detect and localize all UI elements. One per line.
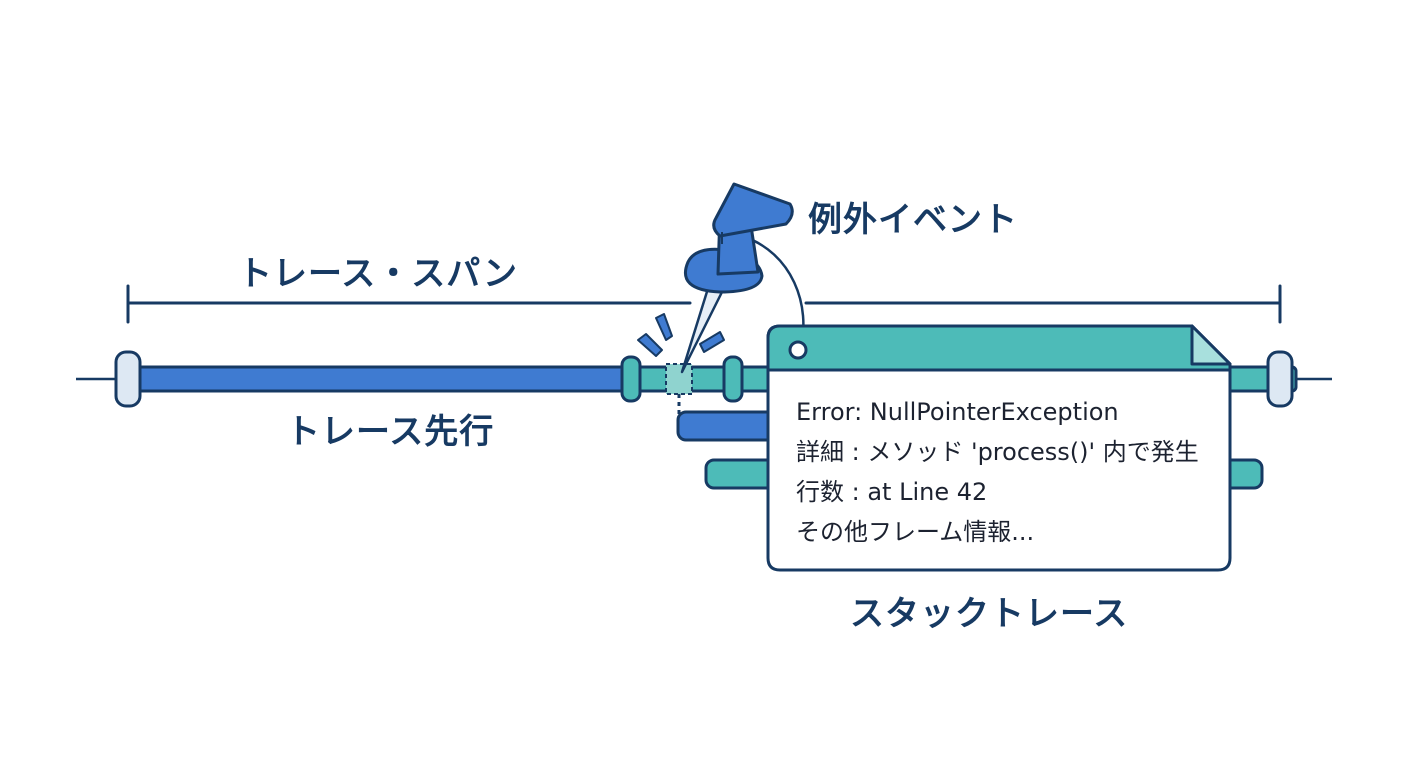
- trace-bar-blue: [134, 365, 634, 393]
- bar-joint-1: [620, 355, 642, 403]
- error-card-text: Error: NullPointerException 詳細 : メソッド 'p…: [796, 392, 1226, 552]
- exception-marker: [665, 363, 693, 395]
- error-line-type: Error: NullPointerException: [796, 398, 1119, 426]
- push-pin-icon: [680, 182, 794, 374]
- label-exception-event: 例外イベント: [808, 200, 1018, 240]
- bar-end-cap: [1266, 350, 1294, 408]
- label-stack-trace: スタックトレース: [850, 594, 1129, 634]
- bar-joint-2: [722, 355, 744, 403]
- error-line-line-number: 行数 : at Line 42: [796, 478, 988, 506]
- error-card: [766, 324, 1232, 572]
- error-line-other-frames: その他フレーム情報...: [796, 518, 1035, 546]
- card-hole: [788, 340, 808, 360]
- error-line-detail: 詳細 : メソッド 'process()' 内で発生: [796, 438, 1199, 466]
- impact-sparks-icon: [637, 313, 725, 357]
- label-trace-span: トレース・スパン: [238, 254, 518, 294]
- label-trace-preceding: トレース先行: [286, 412, 495, 452]
- span-bracket: [126, 284, 1282, 324]
- bar-start-cap: [114, 350, 142, 408]
